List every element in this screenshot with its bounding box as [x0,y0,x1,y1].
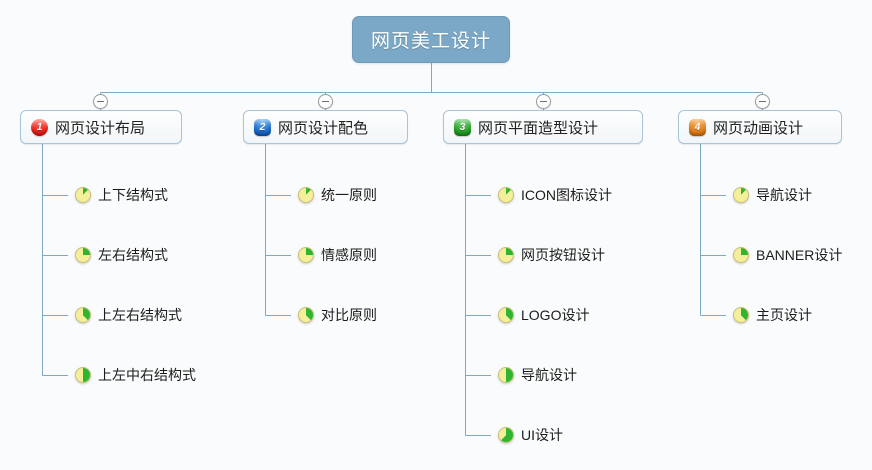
leaf-node-label: BANNER设计 [756,247,843,263]
collapse-toggle-2[interactable] [318,94,333,109]
leaf-node-label: 统一原则 [321,187,377,203]
leaf-node[interactable]: 主页设计 [733,305,812,325]
leaf-node[interactable]: LOGO设计 [498,305,589,325]
leaf-node[interactable]: UI设计 [498,425,563,445]
pie-progress-icon [498,427,514,443]
pie-progress-icon [498,187,514,203]
branch-node-1[interactable]: 1 网页设计布局 [20,110,182,144]
branch-node-label: 网页平面造型设计 [478,119,599,137]
minus-icon [322,101,329,102]
root-node-label: 网页美工设计 [370,31,491,52]
leaf-node[interactable]: 导航设计 [498,365,577,385]
leaf-node-label: LOGO设计 [521,307,590,323]
leaf-node-label: 导航设计 [521,367,577,383]
leaf-node[interactable]: 导航设计 [733,185,812,205]
leaf-node-label: 网页按钮设计 [521,247,605,263]
branch-node-3[interactable]: 3 网页平面造型设计 [443,110,643,144]
pie-progress-icon [75,307,91,323]
pie-progress-icon [298,187,314,203]
leaf-node-label: 左右结构式 [98,247,168,263]
branch-badge-2-icon: 2 [254,118,271,136]
pie-progress-icon [75,367,91,383]
root-node[interactable]: 网页美工设计 [352,16,510,63]
leaf-node[interactable]: 统一原则 [298,185,377,205]
leaf-node[interactable]: ICON图标设计 [498,185,612,205]
leaf-node[interactable]: 上下结构式 [75,185,168,205]
branch-node-label: 网页动画设计 [713,119,804,137]
leaf-node-label: 对比原则 [321,307,377,323]
minus-icon [97,101,104,102]
leaf-node[interactable]: 情感原则 [298,245,377,265]
collapse-toggle-3[interactable] [536,94,551,109]
leaf-node-label: 上下结构式 [98,187,168,203]
collapse-toggle-4[interactable] [755,94,770,109]
pie-progress-icon [498,307,514,323]
branch-node-2[interactable]: 2 网页设计配色 [243,110,408,144]
branch-badge-3-icon: 3 [454,118,471,136]
pie-progress-icon [733,307,749,323]
leaf-node-label: 主页设计 [756,307,812,323]
leaf-node[interactable]: 左右结构式 [75,245,168,265]
branch-badge-1-icon: 1 [31,118,48,136]
branch-node-4[interactable]: 4 网页动画设计 [678,110,842,144]
leaf-node-label: UI设计 [521,427,563,443]
branch-node-label: 网页设计布局 [55,119,146,137]
pie-progress-icon [498,247,514,263]
leaf-node[interactable]: 上左中右结构式 [75,365,196,385]
leaf-node[interactable]: 网页按钮设计 [498,245,605,265]
leaf-node-label: 上左中右结构式 [98,367,196,383]
leaf-node-label: 情感原则 [321,247,377,263]
pie-progress-icon [75,247,91,263]
leaf-node[interactable]: 上左右结构式 [75,305,182,325]
minus-icon [540,101,547,102]
pie-progress-icon [733,187,749,203]
branch-node-label: 网页设计配色 [278,119,369,137]
collapse-toggle-1[interactable] [93,94,108,109]
pie-progress-icon [298,247,314,263]
pie-progress-icon [298,307,314,323]
minus-icon [759,101,766,102]
pie-progress-icon [75,187,91,203]
leaf-node[interactable]: BANNER设计 [733,245,842,265]
pie-progress-icon [498,367,514,383]
branch-badge-4-icon: 4 [689,118,706,136]
leaf-node[interactable]: 对比原则 [298,305,377,325]
leaf-node-label: ICON图标设计 [521,187,612,203]
leaf-node-label: 上左右结构式 [98,307,182,323]
pie-progress-icon [733,247,749,263]
leaf-node-label: 导航设计 [756,187,812,203]
